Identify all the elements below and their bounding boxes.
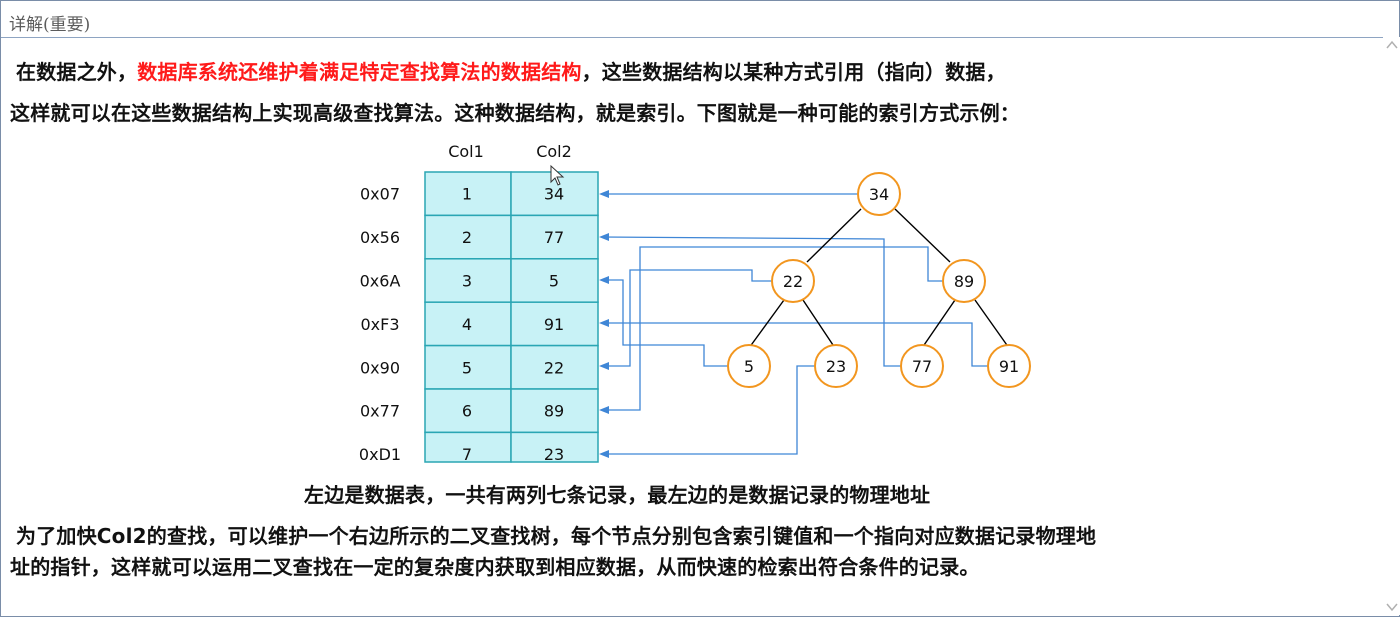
tree-leaf-4-label: 91 [999,357,1019,376]
pointer-23 [602,365,815,455]
col1-cell [424,214,512,260]
col1-cell [424,301,512,347]
intro-line-1-pre: 在数据之外， [16,60,138,84]
intro-line-1: 在数据之外，数据库系统还维护着满足特定查找算法的数据结构，这些数据结构以某种方式… [16,56,1006,85]
tree-node-right: 89 [942,259,986,303]
window-title: 详解(重要) [9,15,91,35]
table-row: 0x90 5 22 [360,344,599,390]
intro-line-2: 这样就可以在这些数据结构上实现高级查找算法。这种数据结构，就是索引。下图就是一种… [10,101,1020,125]
table-row: 0x6A 3 5 [360,258,599,303]
tree-leaf-2: 23 [814,344,858,388]
row-address: 0x56 [360,228,400,247]
row-address: 0xF3 [360,315,399,334]
col2-cell [510,171,599,217]
tree-leaf-3: 77 [900,344,944,388]
tree-leaf-1-label: 5 [744,357,754,376]
row-address: 0x6A [360,272,401,291]
table-row: 0x07 1 34 [360,171,599,217]
intro-highlight: 数据库系统还维护着满足特定查找算法的数据结构 [137,60,582,84]
tree-node-right-label: 89 [954,272,974,291]
tree-leaf-2-label: 23 [826,357,846,376]
col2-cell [510,301,599,347]
col1-cell [424,171,512,217]
col2-value: 34 [544,185,564,204]
row-address: 0x07 [360,185,400,204]
col1-value: 7 [462,445,472,464]
tree-edges [748,208,1010,349]
vertical-scrollbar[interactable] [1383,37,1400,615]
col2-cell [510,388,599,434]
col1-cell [424,431,512,463]
pointer-5 [602,279,728,367]
tree-nodes: 34 22 89 5 23 77 91 [727,172,1031,388]
row-address: 0x77 [360,402,400,421]
intro-line-1-post: ，这些数据结构以某种方式引用（指向）数据， [581,60,1006,84]
mouse-cursor-icon [550,164,565,186]
col2-header: Col2 [536,142,572,161]
pointer-arrowheads [599,190,609,458]
table-row: 0x77 6 89 [360,388,599,434]
row-address: 0xD1 [359,445,401,464]
tree-leaf-4: 91 [987,344,1031,388]
pointer-lines [601,193,988,455]
outro-line-1: 为了加快Col2的查找，可以维护一个右边所示的二叉查找树，每个节点分别包含索引键… [16,524,1097,548]
col2-value: 89 [544,402,564,421]
col2-cell [510,258,599,303]
row-address: 0x90 [360,358,400,377]
table-row: 0xF3 4 91 [360,301,599,347]
diagram-caption: 左边是数据表，一共有两列七条记录，最左边的是数据记录的物理地址 [304,483,931,507]
col2-cell [510,431,599,463]
col2-value: 22 [544,358,564,377]
scroll-down-icon[interactable] [1386,602,1398,612]
col2-cell [510,214,599,260]
col1-value: 6 [462,402,472,421]
pointer-77 [601,236,902,367]
col1-value: 3 [462,272,472,291]
col1-value: 2 [462,228,472,247]
tree-node-left: 22 [771,259,815,303]
col2-value: 91 [544,315,564,334]
outro-line-2: 址的指针，这样就可以运用二叉查找在一定的复杂度内获取到相应数据，从而快速的检索出… [10,555,980,579]
pointer-91 [602,322,988,367]
tree-node-root-label: 34 [869,185,889,204]
col2-value: 77 [544,228,564,247]
col1-value: 5 [462,358,472,377]
pointer-89 [602,246,943,411]
tree-node-root: 34 [857,172,901,216]
col1-cell [424,258,512,303]
col1-header: Col1 [448,142,484,161]
scroll-up-icon[interactable] [1386,40,1398,50]
data-table: 0x07 1 34 0x56 2 77 0x6A 3 5 0xF3 4 91 0x90 5 22 0x77 6 8… [359,171,599,464]
col2-value: 5 [549,272,559,291]
title-bar: 详解(重要) [1,1,1399,38]
col1-value: 4 [462,315,472,334]
col1-value: 1 [462,185,472,204]
tree-node-left-label: 22 [783,272,803,291]
col2-value: 23 [544,445,564,464]
pointer-22 [602,269,772,367]
table-row: 0xD1 7 23 [359,431,599,464]
tree-leaf-3-label: 77 [912,357,932,376]
table-row: 0x56 2 77 [360,214,599,260]
tree-leaf-1: 5 [727,344,771,388]
